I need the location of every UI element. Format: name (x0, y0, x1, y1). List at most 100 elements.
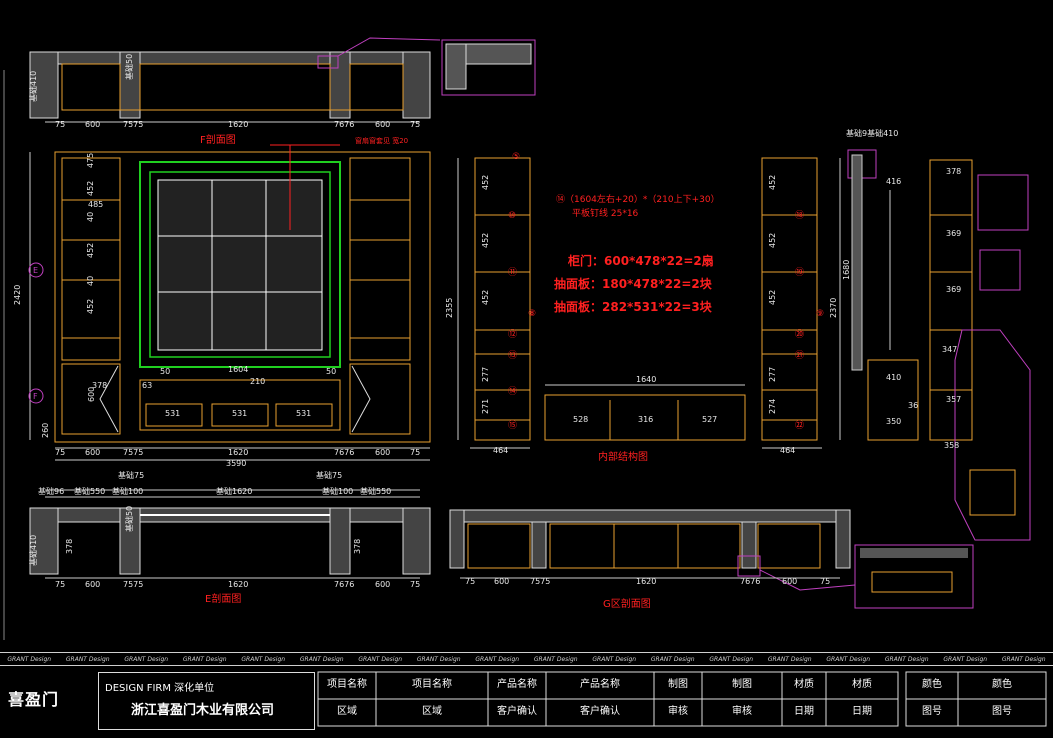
front-label-1: 1604 (228, 365, 248, 374)
e-side-3: 378 (65, 539, 74, 554)
left-col-dim-5: 452 (86, 243, 95, 258)
g-section-view (449, 509, 974, 609)
inner-bottom-2: 528 (573, 415, 588, 424)
front-label-2: 210 (250, 377, 265, 386)
front-label-5: 531 (296, 409, 311, 418)
inner-left-8: 277 (481, 367, 490, 382)
grant-design-label: GRANT Design (124, 655, 169, 663)
inner-right-9: 274 (768, 399, 777, 414)
grant-design-label: GRANT Design (182, 655, 227, 663)
num-21: ㉑ (795, 350, 804, 361)
cell-r1-10: 颜色 (992, 679, 1012, 690)
num-8: ⑧ (528, 309, 536, 319)
g-dim-4: 1620 (636, 577, 656, 586)
e-dim-3: 7575 (123, 580, 143, 589)
inner-left-3: 452 (481, 233, 490, 248)
cell-r2-3: 客户确认 (497, 706, 537, 717)
cell-r1-2: 项目名称 (412, 679, 452, 690)
front-dim-4: 1620 (228, 448, 248, 457)
inner-left-11: 464 (493, 446, 508, 455)
e-side-4: 378 (353, 539, 362, 554)
cell-r1-5: 制图 (668, 679, 688, 690)
g-dim-3: 7575 (530, 577, 550, 586)
e-top-5: 基础100 (112, 486, 143, 496)
g-dim-1: 75 (465, 577, 475, 586)
cell-r2-8: 日期 (852, 706, 872, 717)
marker-f-label: F (33, 392, 38, 401)
num-20: ⑳ (795, 329, 804, 340)
e-dim-4: 1620 (228, 580, 248, 589)
firm-label: DESIGN FIRM 深化单位 (105, 683, 215, 694)
inner-right-11: 464 (780, 446, 795, 455)
f-side-1: 基础410 (28, 71, 38, 102)
left-col-dim-2: 452 (86, 181, 95, 196)
company-logo: 喜盈门 (8, 690, 60, 709)
title-block-frame (317, 671, 1047, 727)
inner-structure-view (457, 157, 841, 449)
num-19: ⑲ (795, 267, 804, 278)
inner-right-3: 452 (768, 233, 777, 248)
cell-r1-3: 产品名称 (497, 679, 537, 690)
grant-design-label: GRANT Design (475, 655, 520, 663)
f-dim-1: 75 (55, 120, 65, 129)
e-dim-5: 7676 (334, 580, 354, 589)
left-col-dim-7: 452 (86, 299, 95, 314)
f-dim-6: 600 (375, 120, 390, 129)
num-9: ⑨ (816, 309, 824, 319)
side-4: 410 (886, 373, 901, 382)
grant-design-label: GRANT Design (299, 655, 344, 663)
grant-design-label: GRANT Design (709, 655, 754, 663)
inner-bottom-3: 316 (638, 415, 653, 424)
note-4: 抽面板：180*478*22=2块 (554, 276, 713, 291)
e-top-4: 基础550 (74, 486, 105, 496)
e-top-8: 基础550 (360, 486, 391, 496)
grant-design-label: GRANT Design (943, 655, 988, 663)
front-elevation (29, 144, 431, 461)
cell-r2-9: 图号 (922, 706, 942, 717)
side-r-2: 369 (946, 229, 961, 238)
num-15: ⑮ (508, 420, 517, 431)
front-dim-3: 7575 (123, 448, 143, 457)
num-14: ⑭ (508, 386, 517, 397)
firm-name: 浙江喜盈门木业有限公司 (131, 703, 275, 718)
e-section-view (29, 489, 431, 579)
note-2: 平板钉线 25*16 (572, 207, 639, 219)
grant-design-label: GRANT Design (1001, 655, 1046, 663)
marker-e (28, 262, 44, 278)
cell-r2-7: 日期 (794, 706, 814, 717)
e-view-title: E剖面图 (205, 592, 241, 605)
cell-r2-4: 客户确认 (580, 706, 620, 717)
marker-f (28, 388, 44, 404)
f-side-2: 基础50 (124, 54, 134, 80)
cell-r1-4: 产品名称 (580, 679, 620, 690)
front-dim-2: 600 (85, 448, 100, 457)
grant-design-label: GRANT Design (884, 655, 929, 663)
front-label-4: 531 (232, 409, 247, 418)
cell-r1-7: 材质 (794, 679, 814, 690)
inner-bottom-1: 1640 (636, 375, 656, 384)
window-note: 窗扇窗套见 宽20 (355, 136, 408, 145)
f-view-title: F剖面图 (200, 133, 236, 146)
cell-r1-6: 制图 (732, 679, 752, 690)
g-dim-6: 600 (782, 577, 797, 586)
design-firm-box: DESIGN FIRM 深化单位 浙江喜盈门木业有限公司 (98, 672, 315, 730)
side-r-6: 357 (946, 395, 961, 404)
front-label-10: 600 (87, 387, 96, 402)
num-13: ⑬ (508, 350, 517, 361)
cell-r2-10: 图号 (992, 706, 1012, 717)
left-col-dim-1: 475 (86, 153, 95, 168)
f-dim-5: 7676 (334, 120, 354, 129)
front-dim-6: 600 (375, 448, 390, 457)
num-12: ⑫ (508, 329, 517, 340)
cell-r2-1: 区域 (337, 706, 357, 717)
e-side-1: 基础410 (28, 535, 38, 566)
grant-design-label: GRANT Design (416, 655, 461, 663)
grant-design-label: GRANT Design (241, 655, 286, 663)
front-label-8: 50 (326, 367, 336, 376)
front-height: 2420 (13, 285, 22, 305)
note-1: ⑭（1604左右+20）*（210上下+30） (556, 193, 720, 205)
cell-r1-8: 材质 (852, 679, 872, 690)
e-dim-2: 600 (85, 580, 100, 589)
side-r-3: 369 (946, 285, 961, 294)
side-5: 36 (908, 401, 918, 410)
